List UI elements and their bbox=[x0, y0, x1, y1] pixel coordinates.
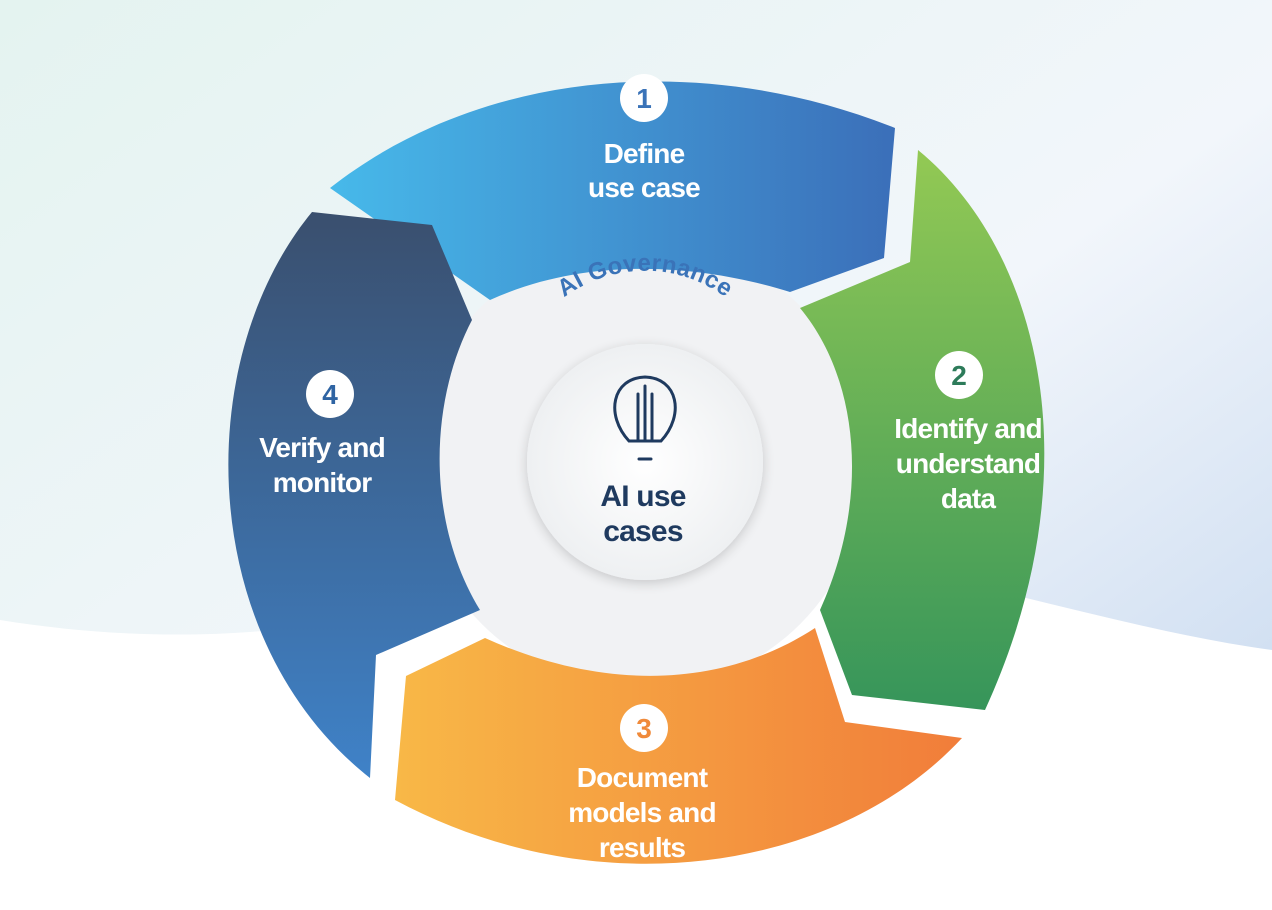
step-3-badge: 3 bbox=[620, 704, 668, 752]
lightbulb-icon bbox=[613, 375, 677, 461]
step-4-badge: 4 bbox=[306, 370, 354, 418]
step-4-number: 4 bbox=[322, 379, 338, 410]
step-1-arrow bbox=[330, 81, 895, 300]
step-1-badge: 1 bbox=[620, 74, 668, 122]
center-hub bbox=[527, 344, 763, 580]
step-3-number: 3 bbox=[636, 713, 652, 744]
step-3-label-line-2: models and bbox=[568, 797, 716, 828]
step-4-label-line-2: monitor bbox=[273, 467, 373, 498]
step-1-label-line-2: use case bbox=[588, 172, 700, 203]
step-4-arrow bbox=[228, 212, 480, 778]
step-2-number: 2 bbox=[951, 360, 967, 391]
step-1-label-line-1: Define bbox=[604, 138, 685, 169]
step-3-label-line-3: results bbox=[599, 832, 685, 863]
step-4-label-line-1: Verify and bbox=[259, 432, 385, 463]
step-3-label-line-1: Document bbox=[577, 762, 708, 793]
step-2-badge: 2 bbox=[935, 351, 983, 399]
step-2-arrow bbox=[800, 150, 1045, 710]
step-2-label-line-3: data bbox=[941, 483, 997, 514]
step-1-number: 1 bbox=[636, 83, 652, 114]
center-title-line-2: cases bbox=[603, 515, 683, 548]
step-2-label-line-1: Identify and bbox=[894, 413, 1042, 444]
center-title-line-1: AI use bbox=[600, 480, 685, 513]
step-2-label-line-2: understand bbox=[896, 448, 1040, 479]
step-3-arrow bbox=[395, 628, 962, 864]
